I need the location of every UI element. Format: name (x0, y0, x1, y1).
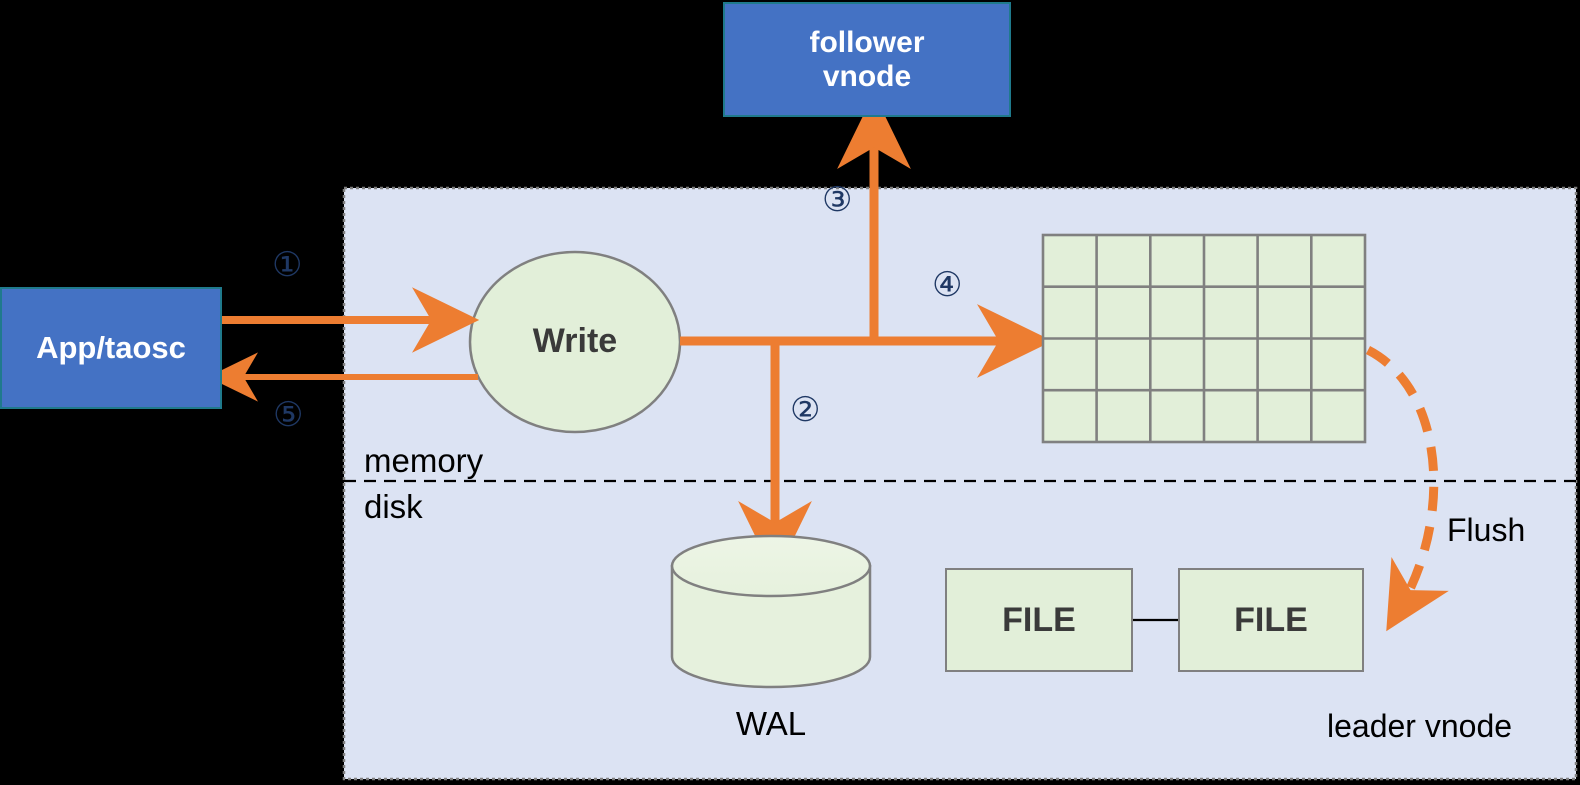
file-box-2-label: FILE (1234, 600, 1308, 639)
step-number-5: ⑤ (273, 395, 304, 435)
file-box-1-label: FILE (1002, 600, 1076, 639)
follower-vnode-label: follower vnode (809, 26, 924, 94)
flush-arrow (1365, 345, 1449, 632)
follower-vnode-box[interactable]: follower vnode (723, 2, 1011, 117)
follower-vnode-label-line1: follower (809, 25, 925, 59)
step-number-3: ③ (822, 180, 853, 220)
step-number-1: ① (272, 245, 303, 285)
leader-vnode-label: leader vnode (1327, 708, 1513, 744)
file-box-2[interactable]: FILE (1178, 568, 1364, 672)
memory-label: memory (364, 442, 484, 479)
file-box-1[interactable]: FILE (945, 568, 1133, 672)
wal-cylinder-shape (670, 534, 872, 689)
flush-label: Flush (1447, 512, 1526, 548)
follower-vnode-label-line2: vnode (822, 59, 912, 93)
write-node-label: Write (532, 322, 618, 360)
step-number-4: ④ (932, 265, 963, 305)
app-taosc-label: App/taosc (36, 330, 186, 365)
disk-label: disk (364, 488, 423, 525)
wal-label: WAL (735, 705, 807, 742)
step-number-2: ② (790, 390, 821, 430)
memtable-grid (1041, 233, 1367, 444)
app-taosc-box[interactable]: App/taosc (0, 287, 222, 409)
